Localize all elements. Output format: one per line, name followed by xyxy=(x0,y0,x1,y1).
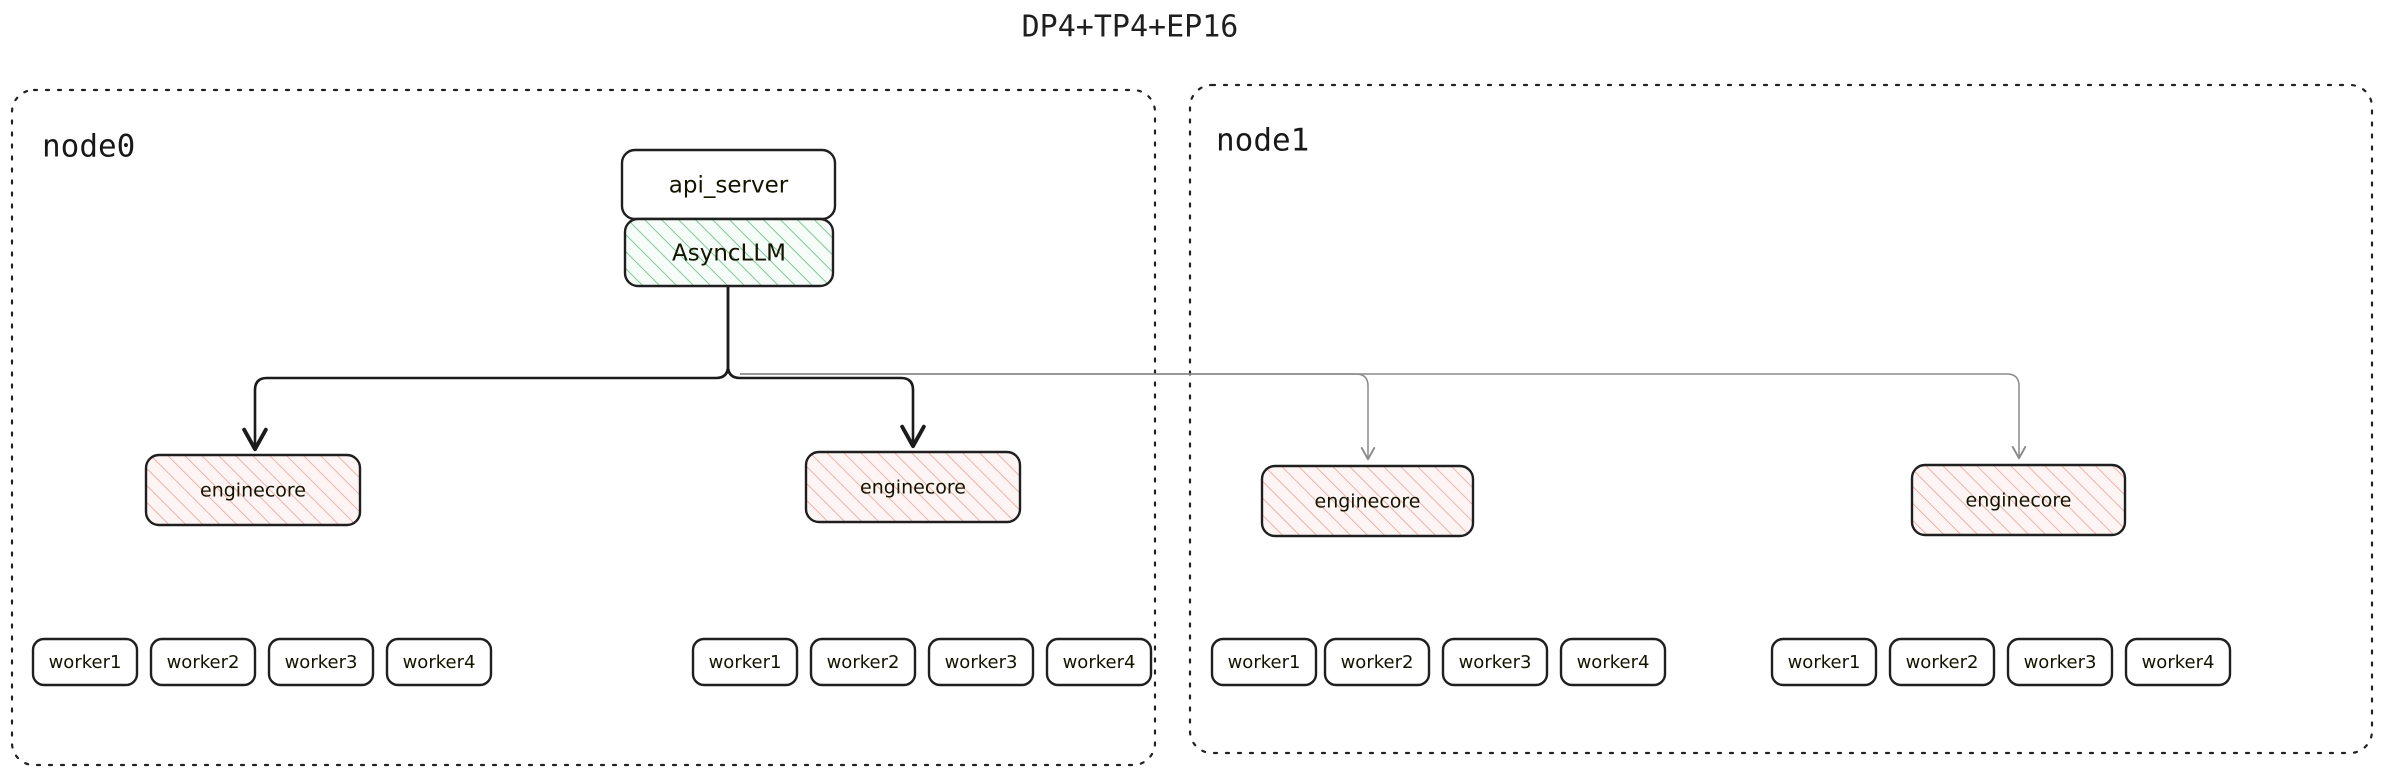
worker-item[interactable]: worker1 xyxy=(1210,637,1318,687)
worker-label: worker3 xyxy=(285,652,358,673)
enginecore-3-label: enginecore xyxy=(1966,490,2072,512)
worker-item[interactable]: worker3 xyxy=(1441,637,1549,687)
enginecore-1-box[interactable] xyxy=(804,450,1022,524)
enginecore-0-box[interactable] xyxy=(144,453,362,527)
enginecore-2-box[interactable] xyxy=(1260,464,1475,538)
worker-group-node0-engine0: worker1 worker2 worker3 worker4 xyxy=(31,637,493,687)
worker-label: worker3 xyxy=(2024,652,2097,673)
worker-box[interactable] xyxy=(31,637,139,687)
worker-label: worker2 xyxy=(167,652,240,673)
worker-box[interactable] xyxy=(927,637,1035,687)
worker-item[interactable]: worker2 xyxy=(149,637,257,687)
edge-asyncllm-to-enginecore-1 xyxy=(740,376,926,449)
worker-box[interactable] xyxy=(1045,637,1153,687)
node-enginecore-2[interactable]: enginecore xyxy=(1260,464,1475,538)
enginecore-0-label: enginecore xyxy=(200,480,306,502)
cluster-node1: node1 xyxy=(1188,83,2374,755)
worker-label: worker4 xyxy=(2142,652,2215,673)
worker-box[interactable] xyxy=(809,637,917,687)
enginecore-3-box[interactable] xyxy=(1910,463,2127,537)
cluster-node0-border xyxy=(10,88,1157,767)
node-asyncllm[interactable]: AsyncLLM xyxy=(623,217,835,288)
worker-item[interactable]: worker4 xyxy=(2124,637,2232,687)
edge-asyncllm-trunk-mirror xyxy=(715,286,730,380)
diagram-title: DP4+TP4+EP16 xyxy=(1022,10,1239,45)
node-api-server[interactable]: api_server xyxy=(620,148,837,221)
worker-box[interactable] xyxy=(691,637,799,687)
worker-label: worker3 xyxy=(1459,652,1532,673)
worker-item[interactable]: worker1 xyxy=(31,637,139,687)
worker-box[interactable] xyxy=(267,637,375,687)
cluster-node1-border xyxy=(1188,83,2374,755)
worker-item[interactable]: worker3 xyxy=(927,637,1035,687)
worker-label: worker1 xyxy=(49,652,122,673)
edge-asyncllm-to-enginecore-3 xyxy=(740,373,2027,460)
worker-label: worker3 xyxy=(945,652,1018,673)
worker-box[interactable] xyxy=(1770,637,1878,687)
worker-box[interactable] xyxy=(1323,637,1431,687)
worker-group-node1-engine0: worker1 worker2 worker3 worker4 xyxy=(1210,637,1667,687)
node-enginecore-1[interactable]: enginecore xyxy=(804,450,1022,524)
worker-item[interactable]: worker1 xyxy=(691,637,799,687)
worker-label: worker2 xyxy=(827,652,900,673)
worker-item[interactable]: worker4 xyxy=(385,637,493,687)
worker-item[interactable]: worker3 xyxy=(267,637,375,687)
worker-box[interactable] xyxy=(1559,637,1667,687)
worker-group-node1-engine1: worker1 worker2 worker3 worker4 xyxy=(1770,637,2232,687)
edge-group xyxy=(242,286,2027,461)
worker-item[interactable]: worker2 xyxy=(1323,637,1431,687)
worker-box[interactable] xyxy=(1441,637,1549,687)
worker-box[interactable] xyxy=(2006,637,2114,687)
enginecore-2-label: enginecore xyxy=(1315,491,1421,513)
worker-item[interactable]: worker3 xyxy=(2006,637,2114,687)
asyncllm-box[interactable] xyxy=(623,217,835,288)
node-enginecore-3[interactable]: enginecore xyxy=(1910,463,2127,537)
worker-item[interactable]: worker2 xyxy=(809,637,917,687)
worker-group-node0-engine1: worker1 worker2 worker3 worker4 xyxy=(691,637,1153,687)
cluster-node0-label: node0 xyxy=(42,129,135,165)
worker-box[interactable] xyxy=(2124,637,2232,687)
worker-label: worker4 xyxy=(403,652,476,673)
cluster-node1-label: node1 xyxy=(1216,123,1309,159)
worker-label: worker2 xyxy=(1906,652,1979,673)
worker-item[interactable]: worker1 xyxy=(1770,637,1878,687)
api-server-label: api_server xyxy=(669,173,789,199)
edge-asyncllm-to-enginecore-0 xyxy=(242,376,716,452)
worker-box[interactable] xyxy=(385,637,493,687)
worker-label: worker1 xyxy=(1228,652,1301,673)
worker-label: worker4 xyxy=(1063,652,1136,673)
worker-box[interactable] xyxy=(149,637,257,687)
enginecore-1-label: enginecore xyxy=(860,477,966,499)
worker-item[interactable]: worker4 xyxy=(1045,637,1153,687)
worker-box[interactable] xyxy=(1210,637,1318,687)
worker-box[interactable] xyxy=(1888,637,1996,687)
worker-label: worker1 xyxy=(709,652,782,673)
asyncllm-label: AsyncLLM xyxy=(672,241,786,267)
worker-item[interactable]: worker4 xyxy=(1559,637,1667,687)
node-enginecore-0[interactable]: enginecore xyxy=(144,453,362,527)
worker-label: worker1 xyxy=(1788,652,1861,673)
worker-item[interactable]: worker2 xyxy=(1888,637,1996,687)
worker-label: worker2 xyxy=(1341,652,1414,673)
worker-label: worker4 xyxy=(1577,652,1650,673)
cluster-node0: node0 xyxy=(10,88,1157,767)
